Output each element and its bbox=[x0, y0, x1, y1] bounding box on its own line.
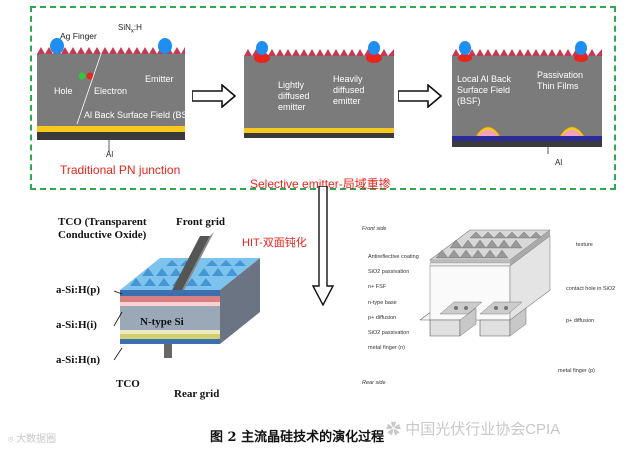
figure-caption: 图 2 主流晶硅技术的演化过程 bbox=[210, 430, 385, 445]
traditional-pn-caption: Traditional PN junction bbox=[60, 163, 181, 177]
cell2-body bbox=[244, 56, 394, 128]
finger-icon bbox=[256, 41, 268, 55]
wechat-icon: ✿ bbox=[386, 421, 402, 438]
ag-finger-icon bbox=[50, 38, 64, 54]
al-layer bbox=[37, 132, 185, 140]
rear-labels-left: Antireflective coating SiO2 passivation … bbox=[368, 254, 419, 352]
cell1-body bbox=[37, 54, 185, 126]
hit-leader-lines bbox=[113, 290, 123, 361]
rear-grid-label: Rear grid bbox=[174, 388, 220, 400]
p-diffusion-label: p+ diffusion bbox=[566, 318, 595, 324]
cell2-texture bbox=[244, 49, 394, 56]
electron-label: Electron bbox=[94, 86, 128, 96]
ag-finger-icon bbox=[158, 38, 172, 54]
sinx-label: SiNx:H bbox=[118, 23, 142, 35]
cell1-diagram bbox=[37, 38, 185, 152]
electron-icon bbox=[86, 72, 94, 80]
selective-emitter-caption: Selective emitter-局域重掺 bbox=[250, 177, 391, 191]
asi-n-label: a-Si:H(n) bbox=[56, 354, 100, 366]
passivation-layer bbox=[452, 136, 602, 141]
ntype-si-label: N-type Si bbox=[140, 316, 184, 328]
bsf-layer bbox=[37, 126, 185, 132]
al-label-2: Al bbox=[555, 158, 563, 167]
asi-i-label: a-Si:H(i) bbox=[56, 319, 97, 331]
passivation-films-label: Passivation Thin Films bbox=[537, 70, 584, 91]
finger-icon bbox=[368, 41, 380, 55]
al-label: Al bbox=[106, 150, 114, 159]
down-arrow-icon bbox=[312, 186, 334, 306]
front-grid-label: Front grid bbox=[176, 216, 225, 228]
lightly-diffused-label: Lightly diffused emitter bbox=[278, 80, 310, 112]
cell3-diagram bbox=[452, 41, 602, 154]
right-arrow-icon bbox=[192, 84, 236, 108]
rear-contact-diagram bbox=[420, 229, 551, 337]
hole-icon bbox=[78, 72, 86, 80]
right-arrow-icon bbox=[398, 84, 442, 108]
cell3-body bbox=[452, 56, 602, 136]
cell1-texture bbox=[37, 47, 185, 54]
bsf-label: Al Back Surface Field (BSF) bbox=[84, 110, 197, 120]
finger-icon bbox=[459, 41, 471, 55]
hit-cell-diagram bbox=[120, 232, 260, 358]
metal-finger-p-label: metal finger (p) bbox=[558, 368, 595, 374]
heavily-diffused-label: Heavily diffused emitter bbox=[333, 74, 365, 106]
ag-finger-label: Ag Finger bbox=[60, 31, 97, 41]
asi-p-label: a-Si:H(p) bbox=[56, 284, 100, 296]
hole-label: Hole bbox=[54, 86, 73, 96]
rear-side-label: Rear side bbox=[362, 380, 386, 386]
emitter-label: Emitter bbox=[145, 74, 174, 84]
contact-hole-label: contact hole in SiO2 bbox=[566, 286, 616, 292]
front-side-label: Front side bbox=[362, 226, 387, 232]
cell3-texture bbox=[452, 49, 602, 56]
finger-icon bbox=[575, 41, 587, 55]
texture-label: texture bbox=[576, 242, 593, 248]
cell2-diagram bbox=[244, 41, 394, 138]
hit-label: HIT-双面钝化 bbox=[242, 237, 307, 249]
watermark-right: ✿ 中国光伏行业协会CPIA bbox=[386, 421, 561, 438]
eye-icon: ಠ bbox=[8, 434, 14, 445]
local-al-bsf-label: Local Al Back Surface Field (BSF) bbox=[457, 74, 512, 106]
watermark-left: ಠ 大数据圈 bbox=[8, 434, 57, 445]
tco-title: TCO (Transparent Conductive Oxide) bbox=[58, 216, 147, 241]
tco-label: TCO bbox=[116, 378, 140, 390]
